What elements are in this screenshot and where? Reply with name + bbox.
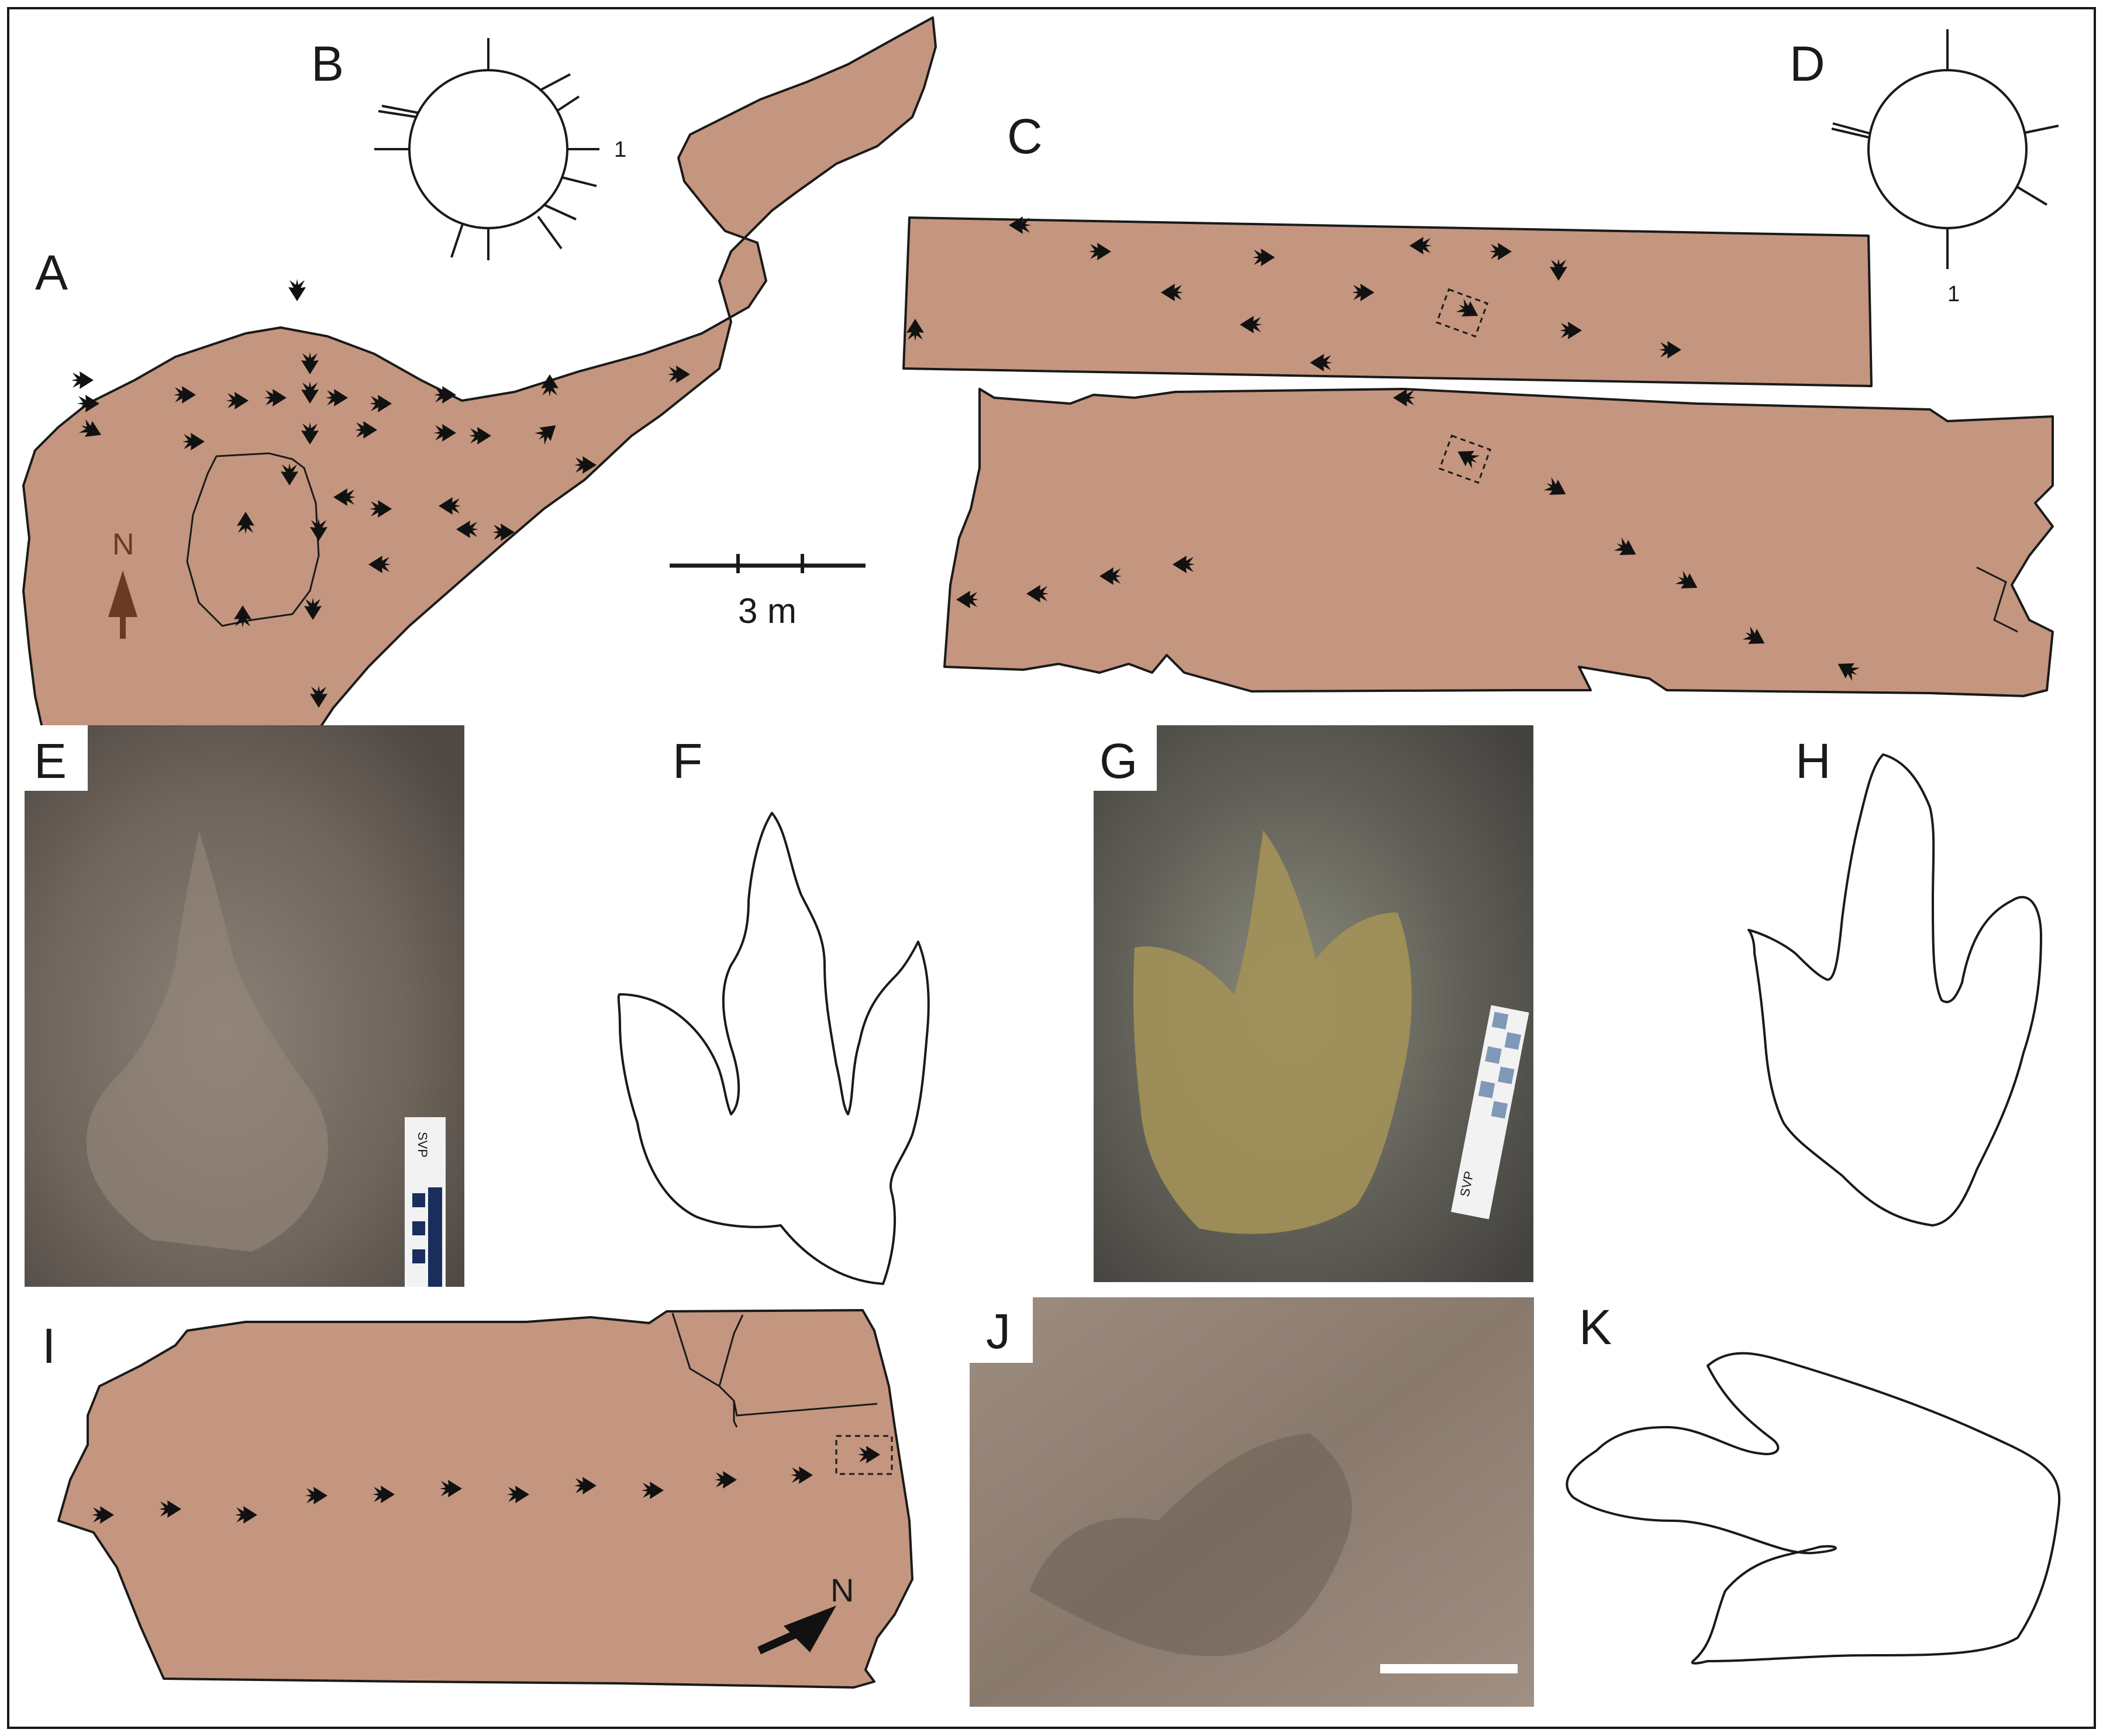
panel-label-e: E [34,733,67,788]
panel-label-a: A [35,245,68,300]
rose-b-label: 1 [614,137,626,162]
panel-label-g-bg [1094,725,1157,791]
specimen-box-c-upper [1435,288,1489,338]
panel-h-trace: H [1747,733,2042,1227]
panel-label-b: B [311,36,344,91]
rose-diagram-d: 1 D [1790,29,2059,306]
footprint-outline-f [617,812,930,1285]
photo-j-scale-bar [1380,1664,1518,1673]
north-label-i: N [830,1572,854,1608]
panel-i-map: N I [42,1309,913,1689]
rose-diagram-b: 1 B [311,36,626,260]
footprint-outline-h [1747,753,2042,1227]
panel-k-trace: K [1566,1300,2061,1665]
panel-label-g: G [1099,733,1137,788]
panel-label-j: J [986,1304,1011,1359]
panel-label-e-bg [25,725,88,791]
photo-scale-card-e: SVP [405,1117,446,1287]
panel-label-i: I [42,1318,56,1373]
scale-bar-label: 3 m [738,591,797,631]
panel-label-j-bg [970,1297,1033,1363]
panel-label-h: H [1795,733,1831,788]
specimen-box-c-lower [1438,434,1492,484]
photo-scale-card-g: SVP [1451,1005,1529,1220]
scale-bar: 3 m [670,554,866,631]
outcrop-i [57,1309,913,1689]
north-arrow-icon-i [757,1606,836,1655]
photo-e: SVP E [25,725,464,1287]
fractures-i [671,1313,878,1428]
panel-a-map: N A [22,16,937,802]
photo-scale-text-e: SVP [415,1132,430,1158]
panel-f-trace: F [617,733,930,1285]
panel-label-c: C [1007,109,1043,164]
panel-label-f: F [673,733,702,788]
quarry-outline-a [186,452,320,627]
photo-g-track [1133,831,1412,1234]
photo-j-track [1029,1433,1352,1656]
north-arrow-icon [108,570,137,639]
photo-e-track-outline [86,831,329,1252]
panel-label-k: K [1579,1300,1612,1355]
rose-d-label: 1 [1947,282,1960,306]
photo-j: J [970,1297,1534,1707]
panel-c-map: C [902,109,2054,697]
fracture-c [1976,566,2018,633]
north-label-a: N [112,528,135,562]
panel-label-d: D [1790,36,1825,91]
photo-g: SVP G [1094,725,1533,1282]
footprint-outline-k [1566,1352,2061,1665]
outcrop-c-lower [943,388,2054,697]
outcrop-c-upper [902,216,1873,387]
